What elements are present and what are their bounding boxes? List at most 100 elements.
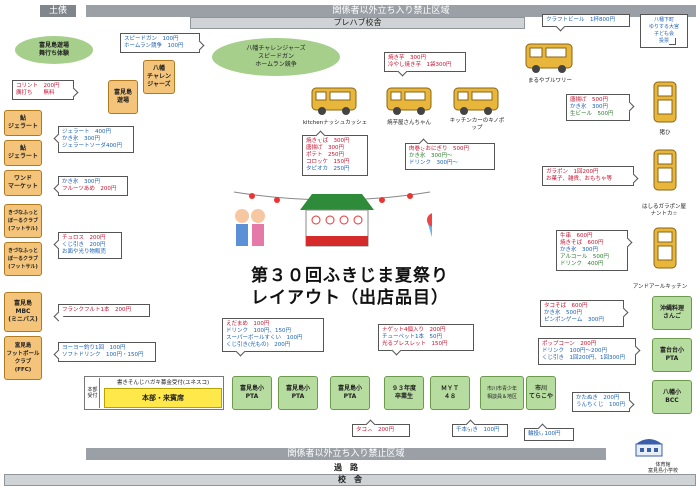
- frank-callout: フランクフルト1本 200円: [58, 304, 150, 317]
- left-booth: きづなふっと ぼーるクラブ (フットサル): [4, 204, 42, 238]
- truck-label-inohi: 猪ひ: [659, 130, 671, 136]
- speedgun-line2: ホームラン競争 100円: [124, 43, 184, 49]
- shodo-label: 書きそんじハガキ募金受付(ユネスコ): [116, 380, 210, 386]
- truck-label-andr: アンドアールキッチン: [632, 284, 688, 290]
- road-label: 過 路: [334, 463, 358, 472]
- colitto-callout: コリント 200円 廣打ち 無料: [12, 80, 74, 100]
- edamame-item: スーパーボールすくい 100円: [226, 335, 303, 341]
- festival-stage-illustration: [233, 191, 432, 247]
- left-booth: 鮎 ジェラート: [4, 140, 42, 166]
- kitchen-menu-callout: 焼きそば 300円 唐揚げ 300円 ポテト 250円 コロッケ 150円 タピ…: [302, 135, 368, 176]
- craftbeer-text: クラフトビール 1杯800円: [546, 17, 615, 23]
- kitchen-item: コロッケ 150円: [306, 159, 350, 165]
- takosoba-item: ピンポンゲーム 300円: [544, 317, 604, 323]
- karaage-item: 生ビール 500円: [570, 111, 614, 117]
- takosu-callout: タコス 200円: [352, 424, 410, 437]
- hachiman-kids: 八幡下町 ゆりする大宮 子ども会 投票: [640, 14, 688, 48]
- nugget-callout: ナゲット4個入り 200円 チューペット1本 50円 光るブレスレット 150円: [378, 324, 474, 351]
- experience-area: 富見島遊場 舞行ち体験: [15, 36, 93, 64]
- colitto-line1: コリント 200円: [16, 83, 60, 89]
- takosoba-item: かき氷 500円: [544, 310, 582, 316]
- frank-text: フランクフルト1本 200円: [62, 307, 131, 313]
- right-booth: 富台台小 PTA: [652, 338, 692, 372]
- andr-item: アルコール 500円: [560, 254, 609, 260]
- truck-icon: [653, 81, 677, 123]
- nugget-item: ナゲット4個入り 200円: [382, 327, 446, 333]
- yakiimo-line2: 冷やし焼き芋 1袋300円: [388, 62, 452, 68]
- edamame-item: くじ引き(光もの) 200円: [226, 342, 291, 348]
- kitchen-item: 焼きそば 300円: [306, 138, 350, 144]
- oval-line2: スピードガン: [257, 53, 294, 60]
- honbu-box: 本部・来賓席: [104, 388, 222, 408]
- yoyo-callout: ヨーヨー釣り1回 100円 ソフトドリンク 100円・150円: [58, 342, 156, 362]
- onigiri-callout: 肉巻きおにぎり 500円 かき氷 300円〜 ドリンク 300円〜: [405, 143, 495, 170]
- right-booth: 八幡小 BCC: [652, 380, 692, 414]
- garapon-callout: ガラポン 1回200円 お菓子、雑貨、おもちゃ等: [542, 166, 634, 186]
- gelato-item: かき氷 300円: [62, 136, 100, 142]
- kitchen-item: ポテト 250円: [306, 152, 344, 158]
- right-booth: 沖縄料理 さんご: [652, 296, 692, 330]
- senbon-callout: 千本引き 100円: [452, 424, 508, 437]
- left-booth: 鮎 ジェラート: [4, 110, 42, 136]
- popcorn-item: くじ引き 1回200円、1回300円: [542, 355, 625, 361]
- churros-item: チュロス 200円: [62, 235, 106, 241]
- craftbeer-callout: クラフトビール 1杯800円: [542, 14, 630, 27]
- popcorn-callout: ポップコーン 200円 ドリンク 100円〜200円 くじ引き 1回200円、1…: [538, 338, 636, 365]
- gym-icon: [635, 439, 663, 457]
- andr-item: 焼きそば 600円: [560, 240, 604, 246]
- yoyo-item: ソフトドリンク 100円・150円: [62, 352, 144, 358]
- top-badge: 土俵: [40, 5, 76, 17]
- oval-line3: ホームラン競争: [255, 61, 297, 68]
- andr-callout: 牛串 600円 焼きそば 600円 かき氷 300円 アルコール 500円 ドリ…: [556, 230, 628, 271]
- kata-item: うんちくじ 100円: [576, 402, 625, 408]
- bottom-booth: ９３年度 卒業生: [384, 376, 424, 410]
- garapon-line1: ガラポン 1回200円: [546, 169, 599, 175]
- onigiri-line1: 肉巻きおにぎり 500円: [409, 146, 469, 152]
- nugget-item: 光るブレスレット 150円: [382, 341, 448, 347]
- speedgun-callout: スピードガン 100円 ホームラン競争 100円: [120, 33, 200, 53]
- truck-icon: [653, 149, 677, 191]
- truck-label-kitchen: kitchenナッシュカッシェ: [302, 120, 368, 126]
- wand-item: かき氷 300円: [62, 179, 100, 185]
- bottom-booth: 富見島小 PTA: [330, 376, 370, 410]
- yakiimo-line1: 焼き芋 300円: [388, 55, 426, 61]
- garapon-line2: お菓子、雑貨、おもちゃ等: [546, 176, 613, 182]
- edamame-item: ドリンク 100円、150円: [226, 328, 291, 334]
- andr-item: ドリンク 400円: [560, 261, 604, 267]
- prefab-building: プレハブ校舎: [190, 17, 525, 29]
- wanage-text: 輪投げ100円: [528, 431, 561, 437]
- bottom-booth: 市川市青少年 相談員＆地区: [480, 376, 524, 410]
- gelato-item: ジェラート 400円: [62, 129, 111, 135]
- takosu-text: タコス 200円: [356, 427, 394, 433]
- kata-callout: かたぬき 200円 うんちくじ 100円: [572, 392, 630, 412]
- popcorn-item: ドリンク 100円〜200円: [542, 348, 607, 354]
- edamame-item: えだまめ 100円: [226, 321, 270, 327]
- left-booth: きづなふっと ぼーるクラブ (フットサル): [4, 242, 42, 276]
- page-title-line1: 第３０回ふきじま夏祭り: [251, 266, 449, 286]
- tomi-booth: 富見島 遊場: [108, 80, 138, 114]
- truck-icon: [311, 87, 357, 115]
- hachiman-booth: 八幡 チャレン ジャーズ: [143, 60, 175, 94]
- bottom-restricted-bar: 関係者以外立ち入り禁止区域: [86, 448, 606, 460]
- page-title-line2: レイアウト（出店品目）: [251, 288, 449, 308]
- wand-callout: かき氷 300円 フルーツあめ 200円: [58, 176, 128, 196]
- edamame-callout: えだまめ 100円 ドリンク 100円、150円 スーパーボールすくい 100円…: [222, 318, 324, 352]
- truck-icon: [386, 87, 432, 115]
- left-booth: 富見島 フットボール クラブ (FFC): [4, 336, 42, 380]
- truck-icon: [653, 227, 677, 269]
- yakiimo-callout: 焼き芋 300円 冷やし焼き芋 1袋300円: [384, 52, 466, 72]
- churros-callout: チュロス 200円 くじ引き 200円 お面や光り物販売: [58, 232, 122, 259]
- nugget-item: チューペット1本 50円: [382, 334, 442, 340]
- kata-item: かたぬき 200円: [576, 395, 620, 401]
- left-booth: ワンド マーケット: [4, 170, 42, 196]
- gelato-callout: ジェラート 400円 かき氷 300円 ジェラートソーダ400円: [58, 126, 134, 153]
- senbon-text: 千本引き 100円: [456, 427, 500, 433]
- kitchen-item: 唐揚げ 300円: [306, 145, 344, 151]
- gelato-item: ジェラートソーダ400円: [62, 143, 122, 149]
- truck-label-maruya: まるやブルワリー: [527, 78, 572, 84]
- colitto-line2: 廣打ち 無料: [16, 90, 55, 96]
- andr-item: かき氷 300円: [560, 247, 598, 253]
- onigiri-line3: ドリンク 300円〜: [409, 160, 458, 166]
- bottom-booth: 富見島小 PTA: [232, 376, 272, 410]
- onigiri-line2: かき氷 300円〜: [409, 153, 453, 159]
